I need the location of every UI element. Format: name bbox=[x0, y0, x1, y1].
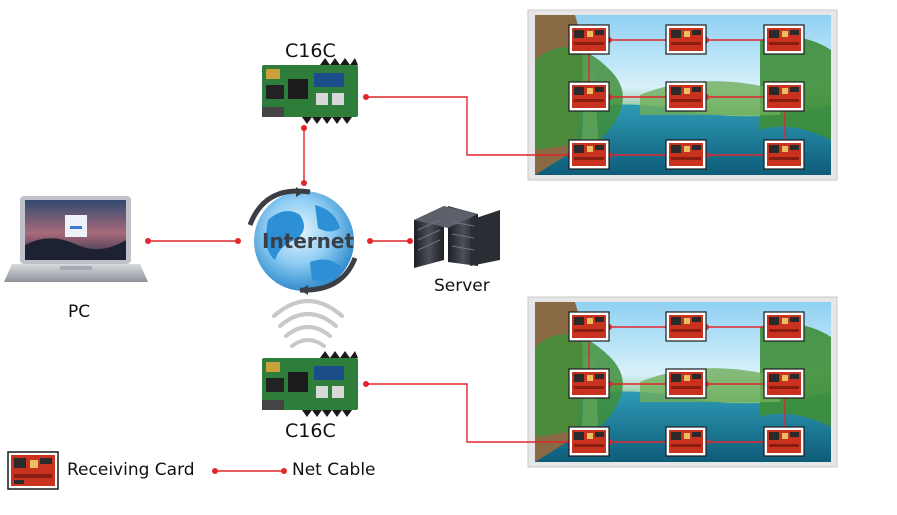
receiving-card bbox=[568, 81, 610, 112]
receiving-card bbox=[763, 311, 805, 342]
receiving-card bbox=[665, 426, 707, 457]
receiving-card bbox=[568, 311, 610, 342]
legend-receiving-card-label: Receiving Card bbox=[67, 460, 195, 480]
receiving-card bbox=[568, 24, 610, 55]
receiving-card bbox=[665, 311, 707, 342]
pc-laptop-icon bbox=[4, 196, 148, 282]
receiving-card bbox=[568, 426, 610, 457]
receiving-card bbox=[665, 24, 707, 55]
receiving-card bbox=[763, 368, 805, 399]
internet-globe-icon bbox=[247, 187, 358, 295]
internet-label: Internet bbox=[262, 229, 355, 253]
receiving-card bbox=[665, 81, 707, 112]
receiving-card bbox=[763, 426, 805, 457]
bottom-display-panel-cards bbox=[568, 311, 805, 457]
top-display-panel-cards bbox=[568, 24, 805, 170]
net-cables bbox=[148, 39, 786, 472]
receiving-card bbox=[763, 24, 805, 55]
receiving-card bbox=[763, 81, 805, 112]
controller-card-bottom bbox=[262, 351, 358, 417]
receiving-card bbox=[665, 139, 707, 170]
controller-bottom-label: C16C bbox=[285, 420, 336, 442]
legend-net-cable-label: Net Cable bbox=[292, 460, 376, 480]
cable-controller-top-panel bbox=[366, 96, 570, 156]
receiving-card bbox=[568, 139, 610, 170]
server-label: Server bbox=[434, 276, 490, 296]
wifi-icon bbox=[272, 299, 344, 348]
receiving-card bbox=[568, 368, 610, 399]
cable-controller-bottom-panel bbox=[366, 383, 570, 443]
receiving-card bbox=[665, 368, 707, 399]
controller-top-label: C16C bbox=[285, 40, 336, 62]
controller-card-top bbox=[262, 58, 358, 124]
receiving-card bbox=[763, 139, 805, 170]
pc-label: PC bbox=[68, 302, 91, 322]
legend-receiving-card-icon bbox=[7, 451, 59, 490]
server-icon bbox=[414, 206, 500, 268]
